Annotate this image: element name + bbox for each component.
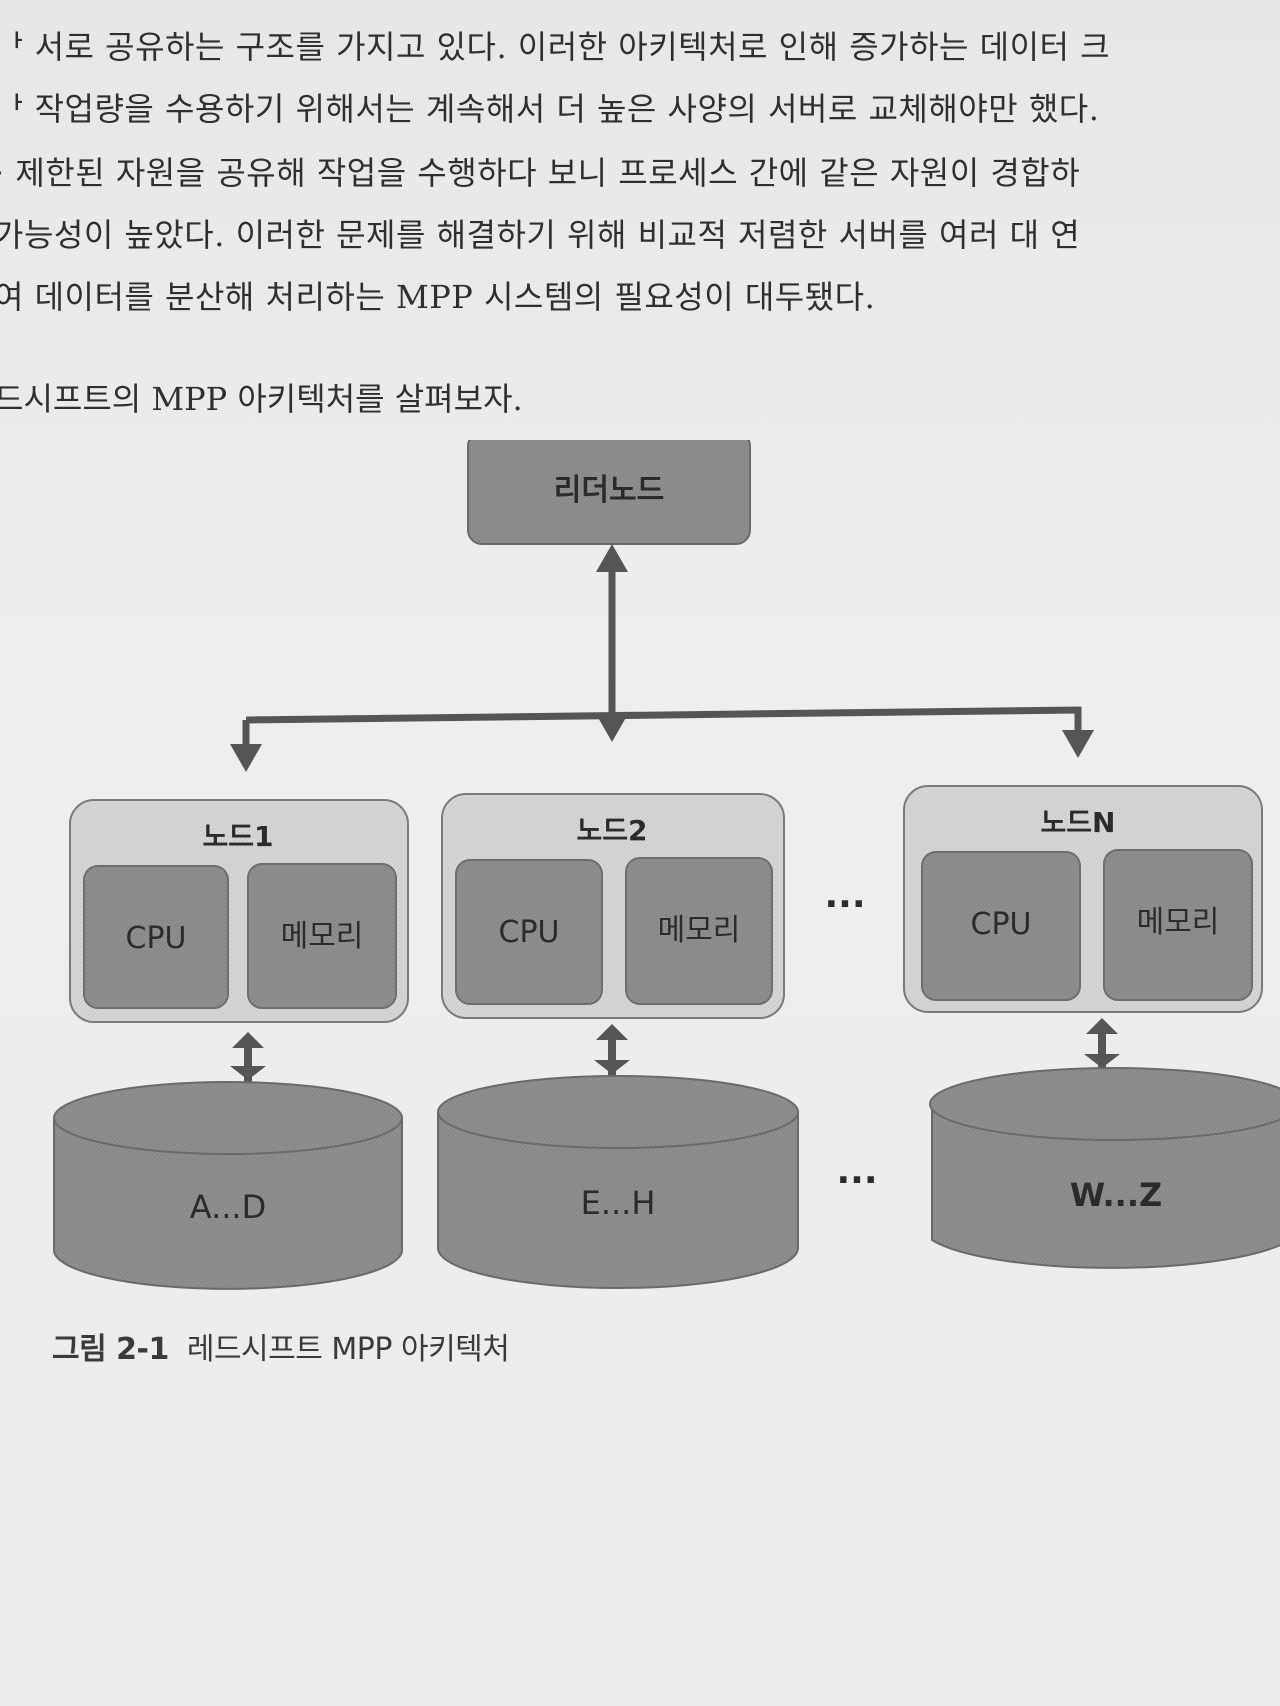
leader-node-label: 리더노드 (554, 473, 664, 508)
storage-n-label: W...Z (1070, 1176, 1162, 1214)
node-ellipsis: ··· (824, 884, 865, 925)
connector-lines (242, 570, 1082, 748)
arrow-down-node1 (230, 744, 262, 772)
figure-title: 레드시프트 MPP 아키텍처 (186, 1332, 510, 1367)
node-1: 노드1 CPU 메모리 (69, 799, 409, 1023)
arrowheads (230, 544, 1094, 772)
leader-node: 리더노드 (467, 440, 751, 545)
storage-2: E...H (437, 1075, 799, 1289)
storage-2-label: E...H (581, 1184, 656, 1222)
mpp-architecture-diagram: 리더노드 노드1 CPU 메모리 (0, 440, 1280, 1320)
node-2-cpu-label: CPU (499, 915, 560, 950)
storage-1: A...D (53, 1081, 403, 1290)
storage-ellipsis: ··· (836, 1160, 877, 1201)
node-2-cpu-box (455, 859, 603, 1005)
intro-sentence: 드시프트의 MPP 아키텍처를 살펴보자. (0, 380, 523, 418)
node-n-cpu-label: CPU (971, 907, 1032, 942)
arrow-up-leader (596, 544, 628, 572)
node-1-cpu-label: CPU (126, 921, 187, 956)
figure-number: 그림 2-1 (52, 1332, 169, 1367)
body-line: · 제한된 자원을 공유해 작업을 수행하다 보니 프로세스 간에 같은 자원이… (0, 154, 1081, 192)
body-line: ᅡ 작업량을 수용하기 위해서는 계속해서 더 높은 사양의 서버로 교체해야만… (0, 90, 1100, 128)
node-2-memory-box (625, 857, 773, 1005)
storage-1-label: A...D (190, 1188, 266, 1226)
node-2: 노드2 CPU 메모리 (441, 793, 785, 1019)
storage-n: W...Z (929, 1067, 1280, 1269)
node-n-memory-box (1103, 849, 1253, 1001)
node-n: 노드N CPU 메모리 (903, 785, 1263, 1013)
body-line: 가능성이 높았다. 이러한 문제를 해결하기 위해 비교적 저렴한 서버를 여러… (0, 216, 1081, 254)
node-n-title: 노드N (1041, 806, 1116, 839)
node-n-cpu-box (921, 851, 1081, 1001)
body-line: 여 데이터를 분산해 처리하는 MPP 시스템의 필요성이 대두됐다. (0, 278, 876, 316)
arrow-down-node2 (596, 714, 628, 742)
figure-caption: 그림 2-1 레드시프트 MPP 아키텍처 (52, 1324, 510, 1368)
node-1-title: 노드1 (202, 820, 273, 853)
arrow-down-nodeN (1062, 730, 1094, 758)
node-1-memory-box (247, 863, 397, 1009)
node-2-memory-label: 메모리 (658, 913, 741, 948)
node-1-memory-label: 메모리 (281, 919, 364, 954)
node-n-memory-label: 메모리 (1137, 905, 1220, 940)
node-2-title: 노드2 (576, 814, 647, 847)
node-1-cpu-box (83, 865, 229, 1009)
diagram-svg: 리더노드 노드1 CPU 메모리 (53, 440, 1280, 1290)
horizontal-bus (242, 706, 1082, 748)
body-line: ᅡ 서로 공유하는 구조를 가지고 있다. 이러한 아키텍처로 인해 증가하는 … (0, 28, 1111, 66)
